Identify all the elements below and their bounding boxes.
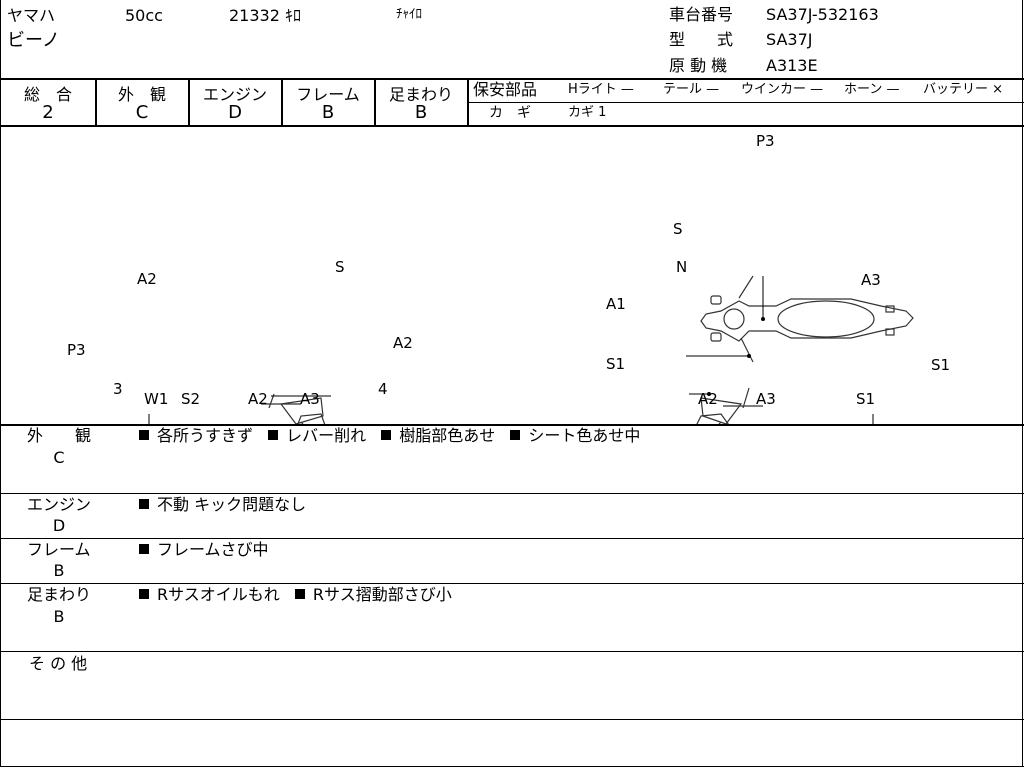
safety-tail: テール —: [663, 82, 720, 97]
label-right-s1-left: S1: [606, 355, 625, 373]
label-right-n: N: [676, 258, 687, 276]
engine-section-grade: D: [52, 516, 66, 535]
label-left-p3: P3: [67, 341, 86, 359]
bullet-icon: [268, 430, 279, 440]
divider: [1, 719, 1024, 720]
comment: Rサスオイルもれ: [157, 585, 280, 604]
suspension-section-grade: B: [53, 607, 65, 626]
frame-grade-value: B: [321, 102, 335, 123]
safety-horn: ホーン —: [844, 82, 900, 97]
engine-model-label: 原 動 機: [669, 56, 728, 75]
label-left-s: S: [335, 258, 345, 276]
divider: [1, 78, 1024, 80]
frame-no-value: SA37J-532163: [766, 5, 879, 24]
exterior-grade-label: 外 観: [117, 85, 166, 104]
engine-model-value: A313E: [766, 56, 818, 75]
divider: [95, 78, 97, 126]
frame-section-label: フレーム: [27, 540, 91, 559]
frame-grade-label: フレーム: [296, 85, 360, 104]
divider: [1, 583, 1024, 584]
label-right-s1-right: S1: [931, 356, 950, 374]
type-label: 型 式: [669, 30, 734, 49]
bullet-icon: [139, 499, 149, 509]
label-right-a3-top: A3: [861, 271, 881, 289]
suspension-section-label: 足まわり: [27, 585, 92, 604]
bullet-icon: [139, 589, 149, 599]
label-left-a2-top: A2: [137, 270, 157, 288]
comment: 不動 キック問題なし: [157, 495, 307, 514]
safety-headlight: Hライト —: [568, 82, 634, 97]
safety-parts-label: 保安部品: [473, 80, 538, 99]
suspension-comments: Rサスオイルもれ Rサス摺動部さび小: [139, 587, 462, 603]
label-top-s: S: [673, 220, 683, 238]
model-name: ビーノ: [7, 30, 60, 51]
comment: フレームさび中: [157, 540, 269, 559]
maker: ヤマハ: [7, 6, 56, 25]
divider: [1, 493, 1024, 494]
suspension-grade-value: B: [414, 102, 428, 123]
label-left-s2: S2: [181, 390, 200, 408]
overall-value: 2: [42, 102, 54, 123]
damage-diagram: P3 S A2 S P3 A2 3 W1 S2 A2 A3 4 N A3 A1 …: [67, 132, 950, 426]
label-left-a3-bottom: A3: [300, 390, 320, 408]
displacement: 50cc: [125, 6, 163, 25]
divider: [1, 651, 1024, 652]
label-right-a2-bottom: A2: [698, 390, 718, 408]
divider: [374, 78, 376, 126]
label-left-3: 3: [113, 380, 123, 398]
label-right-a1: A1: [606, 295, 626, 313]
divider: [1, 538, 1024, 539]
color: ﾁｬｲﾛ: [396, 7, 422, 22]
engine-section-label: エンジン: [27, 495, 92, 514]
label-left-a2-bottom: A2: [248, 390, 268, 408]
frame-no-label: 車台番号: [669, 5, 734, 24]
engine-grade-label: エンジン: [202, 85, 267, 104]
label-left-4: 4: [378, 380, 388, 398]
exterior-comments: 各所うすきず レバー削れ 樹脂部色あせ シート色あせ中: [139, 428, 650, 444]
divider: [188, 78, 190, 126]
safety-battery: バッテリー ×: [923, 82, 1004, 97]
engine-comments: 不動 キック問題なし: [139, 497, 316, 513]
scooter-top-view: [700, 275, 914, 363]
label-left-w1: W1: [144, 390, 168, 408]
mileage: 21332 ｷﾛ: [229, 6, 301, 25]
suspension-grade-label: 足まわり: [388, 85, 453, 104]
frame-section-grade: B: [53, 561, 65, 580]
label-right-s1-bottom: S1: [856, 390, 875, 408]
exterior-section-label: 外 観: [27, 426, 92, 445]
comment: シート色あせ中: [528, 426, 641, 445]
label-left-a2-right: A2: [393, 334, 413, 352]
comment: Rサス摺動部さび小: [312, 585, 452, 604]
frame-comments: フレームさび中: [139, 542, 279, 558]
comment: 各所うすきず: [157, 426, 254, 445]
divider: [1, 766, 1024, 767]
bullet-icon: [294, 589, 305, 599]
engine-grade-value: D: [228, 102, 242, 123]
label-right-a3-bottom: A3: [756, 390, 776, 408]
bullet-icon: [139, 544, 149, 554]
divider: [281, 78, 283, 126]
divider: [1, 424, 1024, 426]
safety-winker: ウインカー —: [741, 82, 824, 97]
exterior-section-grade: C: [53, 448, 65, 467]
bullet-icon: [139, 430, 149, 440]
comment: レバー削れ: [286, 426, 367, 445]
type-value: SA37J: [766, 30, 813, 49]
other-section-label: そ の 他: [29, 654, 88, 673]
divider: [1, 125, 1024, 127]
key-label: カ ギ: [489, 105, 531, 121]
bullet-icon: [381, 430, 392, 440]
overall-label: 総 合: [23, 85, 72, 104]
key-value: カギ 1: [568, 105, 607, 120]
divider: [469, 102, 1024, 103]
label-top-p3: P3: [756, 132, 775, 150]
bullet-icon: [510, 430, 521, 440]
comment: 樹脂部色あせ: [399, 426, 496, 445]
divider: [467, 78, 469, 126]
exterior-grade-value: C: [135, 102, 149, 123]
